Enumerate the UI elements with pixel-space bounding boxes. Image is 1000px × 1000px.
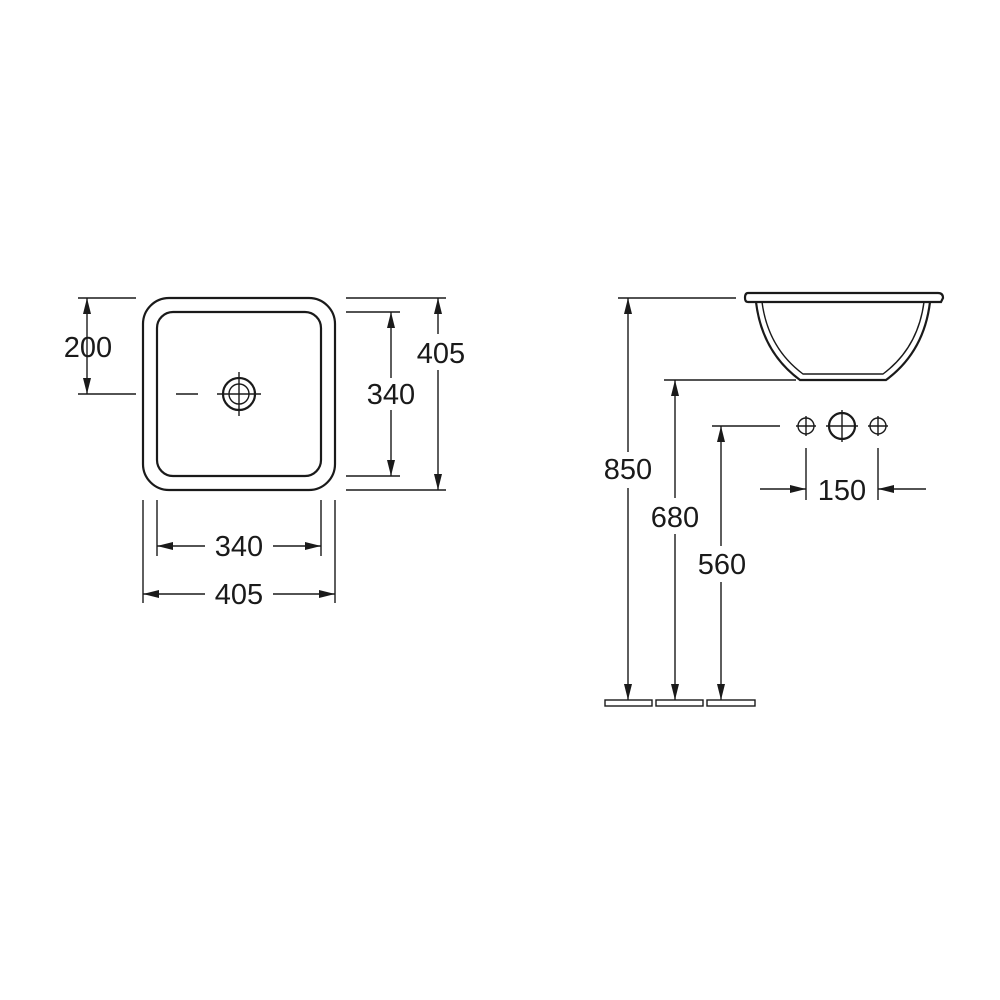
tap-hole-left-icon — [796, 416, 816, 436]
basin-inner-outline — [155, 310, 323, 478]
dim-outer-width-label: 405 — [215, 579, 263, 611]
plan-view: 200 340 405 — [64, 296, 465, 611]
dim-tap-spacing-label: 150 — [818, 475, 866, 507]
side-view: 850 680 560 150 — [604, 291, 945, 707]
dim-tap-spacing: 150 — [760, 448, 926, 507]
dim-rim-height-label: 850 — [604, 454, 652, 486]
tap-hole-center-icon — [826, 410, 858, 442]
tap-hole-right-icon — [868, 416, 888, 436]
drain-icon — [217, 372, 261, 416]
dim-drain-offset: 200 — [64, 297, 136, 395]
basin-outer-outline — [141, 296, 337, 492]
dim-outer-depth-label: 405 — [417, 338, 465, 370]
dim-tap-height-label: 560 — [698, 549, 746, 581]
dim-rim-height: 850 — [604, 297, 736, 700]
dim-inner-width: 340 — [156, 500, 322, 563]
dim-outer-depth: 405 — [346, 297, 465, 491]
dim-inner-depth-label: 340 — [367, 379, 415, 411]
dim-bowl-bottom-height: 680 — [651, 379, 796, 700]
dim-drain-offset-label: 200 — [64, 332, 112, 364]
basin-section — [743, 291, 945, 382]
dim-bowl-bottom-height-label: 680 — [651, 502, 699, 534]
dim-tap-height: 560 — [698, 425, 780, 700]
dim-inner-width-label: 340 — [215, 531, 263, 563]
dim-outer-width: 405 — [142, 500, 336, 611]
floor-line — [604, 699, 756, 707]
dim-inner-depth: 340 — [346, 311, 415, 477]
